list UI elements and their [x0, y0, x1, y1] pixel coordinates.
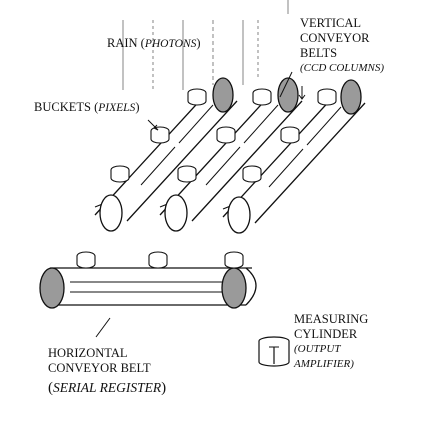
measuring-line4: AMPLIFIER): [294, 358, 354, 370]
buckets-label-close: ): [135, 100, 140, 114]
buckets-label-text: BUCKETS (: [34, 100, 99, 114]
horizontal-belt-line3-italic: SERIAL REGISTER: [53, 380, 162, 395]
horizontal-belt-line2: CONVEYOR BELT: [48, 361, 151, 375]
rain-lines: [122, 0, 289, 90]
buckets-label-italic: PIXELS: [98, 102, 136, 114]
horizontal-conveyor-belt: [39, 251, 257, 309]
rain-label-italic: PHOTONS: [144, 38, 197, 50]
horizontal-belt-label: HORIZONTAL CONVEYOR BELT (SERIAL REGISTE…: [48, 346, 166, 396]
rain-label-text: RAIN (: [107, 36, 145, 50]
horizontal-belt-line3: (SERIAL REGISTER): [48, 380, 166, 396]
rain-label-close: ): [196, 36, 201, 50]
vertical-belts-line2: CONVEYOR: [300, 31, 370, 45]
vertical-belts-label: VERTICAL CONVEYOR BELTS (CCD COLUMNS): [300, 16, 384, 76]
horizontal-belt-line1: HORIZONTAL: [48, 346, 128, 360]
measuring-cylinder: [258, 336, 290, 367]
horizontal-belt-line3-close: ): [161, 380, 167, 396]
leader-lines: [95, 71, 306, 338]
buckets-label: BUCKETS (PIXELS): [34, 100, 139, 116]
measuring-line3: (OUTPUT: [294, 343, 341, 355]
measuring-cylinder-label: MEASURING CYLINDER (OUTPUT AMPLIFIER): [294, 312, 368, 372]
rain-label: RAIN (PHOTONS): [107, 36, 201, 52]
horizontal-belt-line3-open: (: [48, 380, 53, 396]
measuring-line1: MEASURING: [294, 312, 369, 326]
vertical-belts-line4: (CCD COLUMNS): [300, 62, 385, 74]
vertical-belts-line1: VERTICAL: [300, 16, 362, 30]
vertical-belts-line3: BELTS: [300, 46, 338, 60]
measuring-line2: CYLINDER: [294, 327, 358, 341]
